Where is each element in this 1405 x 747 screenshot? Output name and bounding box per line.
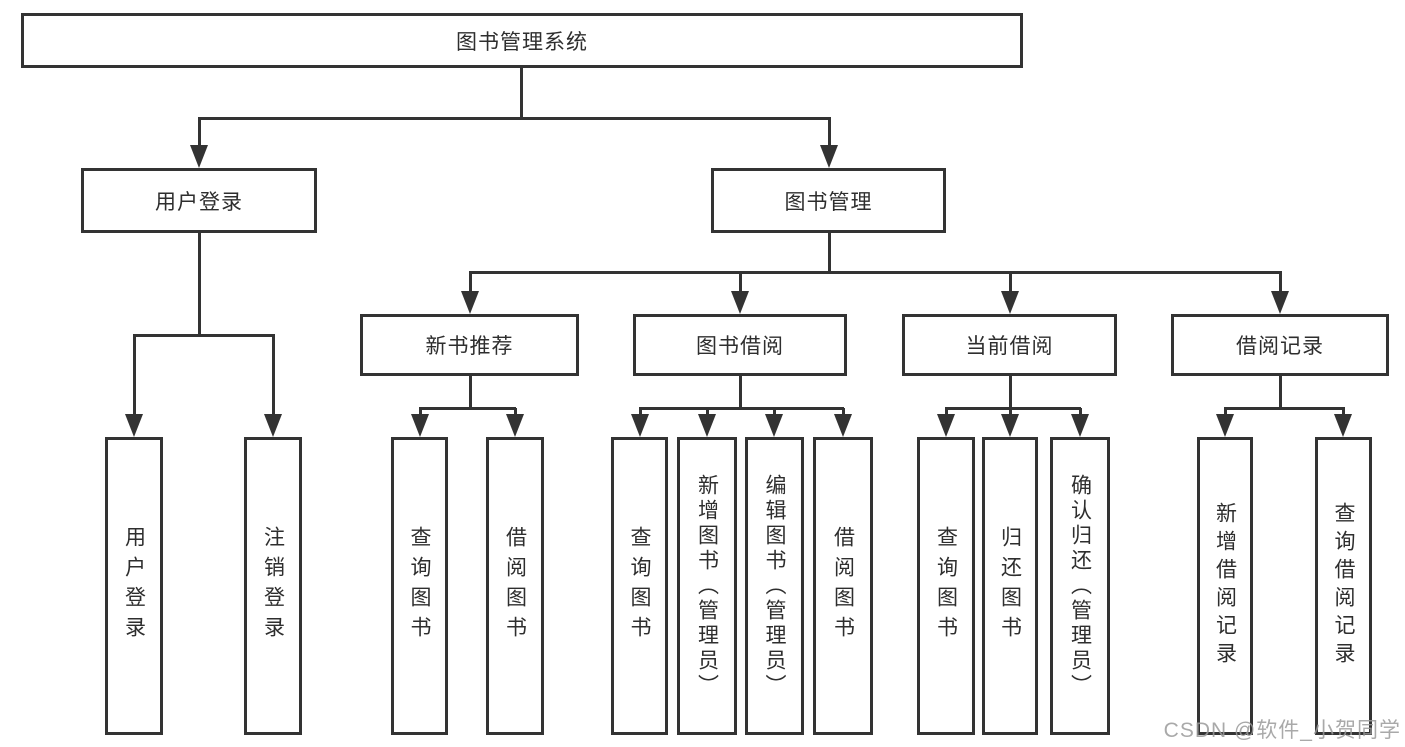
arrowhead-icon xyxy=(834,414,852,437)
watermark: CSDN @软件_小贺同学 xyxy=(1163,719,1401,742)
connector-arrow-line xyxy=(271,335,275,423)
node-new-book-recommend-label: 新书推荐 xyxy=(425,335,514,358)
connector-bar xyxy=(639,406,844,410)
arrowhead-icon xyxy=(631,414,649,437)
leaf-user-login-label: 用户登录 xyxy=(122,526,146,646)
connector-stem xyxy=(1008,376,1012,410)
leaf-borrow-borrow-book-label: 借阅图书 xyxy=(831,526,855,646)
node-current-borrow: 当前借阅 xyxy=(902,314,1117,376)
connector-bar xyxy=(419,406,516,410)
leaf-record-query-borrow-record-label: 查询借阅记录 xyxy=(1332,502,1355,670)
arrowhead-icon xyxy=(1334,414,1352,437)
leaf-current-return-book-label: 归还图书 xyxy=(998,526,1022,646)
leaf-user-login: 用户登录 xyxy=(105,437,163,735)
leaf-current-confirm-return-admin: 确认归还（管理员） xyxy=(1050,437,1110,735)
leaf-recommend-borrow-book-label: 借阅图书 xyxy=(503,526,527,646)
connector-arrow-line xyxy=(132,335,136,423)
leaf-borrow-add-book-admin: 新增图书（管理员） xyxy=(677,437,737,735)
node-book-management: 图书管理 xyxy=(711,168,946,233)
leaf-current-query-book: 查询图书 xyxy=(917,437,975,735)
arrowhead-icon xyxy=(698,414,716,437)
connector-bar xyxy=(945,406,1081,410)
connector-bar xyxy=(469,270,1282,274)
connector-stem xyxy=(738,376,742,410)
leaf-logout-login: 注销登录 xyxy=(244,437,302,735)
arrowhead-icon xyxy=(411,414,429,437)
leaf-recommend-query-book-label: 查询图书 xyxy=(408,526,431,646)
connector-arrow-line xyxy=(468,272,472,300)
arrowhead-icon xyxy=(506,414,524,437)
leaf-recommend-borrow-book: 借阅图书 xyxy=(486,437,544,735)
arrowhead-icon xyxy=(820,145,838,168)
connector-arrow-line xyxy=(1008,272,1012,300)
arrowhead-icon xyxy=(1001,291,1019,314)
connector-bar xyxy=(133,333,275,337)
leaf-current-confirm-return-admin-label: 确认归还（管理员） xyxy=(1068,473,1092,699)
node-user-login-label: 用户登录 xyxy=(155,190,243,214)
node-book-borrow-label: 图书借阅 xyxy=(696,335,784,358)
arrowhead-icon xyxy=(1271,291,1289,314)
node-borrow-record: 借阅记录 xyxy=(1171,314,1389,376)
arrowhead-icon xyxy=(1216,414,1234,437)
node-user-login: 用户登录 xyxy=(81,168,317,233)
leaf-record-add-borrow-record: 新增借阅记录 xyxy=(1197,437,1253,735)
leaf-borrow-edit-book-admin: 编辑图书（管理员） xyxy=(745,437,804,735)
node-library-management-system-label: 图书管理系统 xyxy=(456,30,588,54)
arrowhead-icon xyxy=(125,414,143,437)
arrowhead-icon xyxy=(1071,414,1089,437)
leaf-borrow-borrow-book: 借阅图书 xyxy=(813,437,873,735)
node-borrow-record-label: 借阅记录 xyxy=(1236,335,1324,358)
arrowhead-icon xyxy=(461,291,479,314)
arrowhead-icon xyxy=(1001,414,1019,437)
leaf-record-query-borrow-record: 查询借阅记录 xyxy=(1315,437,1372,735)
node-current-borrow-label: 当前借阅 xyxy=(965,335,1054,358)
connector-arrow-line xyxy=(197,118,201,154)
connector-bar xyxy=(198,116,831,120)
arrowhead-icon xyxy=(190,145,208,168)
connector-stem xyxy=(827,233,831,274)
connector-stem xyxy=(1278,376,1282,410)
leaf-record-add-borrow-record-label: 新增借阅记录 xyxy=(1213,502,1237,670)
leaf-logout-login-label: 注销登录 xyxy=(261,526,285,646)
leaf-recommend-query-book: 查询图书 xyxy=(391,437,448,735)
leaf-borrow-query-book: 查询图书 xyxy=(611,437,668,735)
connector-arrow-line xyxy=(738,272,742,300)
connector-stem xyxy=(197,233,201,337)
arrowhead-icon xyxy=(937,414,955,437)
leaf-borrow-edit-book-admin-label: 编辑图书（管理员） xyxy=(763,473,786,699)
connector-stem xyxy=(519,68,523,120)
connector-bar xyxy=(1224,406,1345,410)
connector-stem xyxy=(468,376,472,410)
node-book-borrow: 图书借阅 xyxy=(633,314,847,376)
leaf-current-return-book: 归还图书 xyxy=(982,437,1038,735)
leaf-borrow-add-book-admin-label: 新增图书（管理员） xyxy=(695,473,719,699)
arrowhead-icon xyxy=(731,291,749,314)
connector-arrow-line xyxy=(1278,272,1282,300)
node-new-book-recommend: 新书推荐 xyxy=(360,314,579,376)
arrowhead-icon xyxy=(264,414,282,437)
leaf-borrow-query-book-label: 查询图书 xyxy=(628,526,651,646)
arrowhead-icon xyxy=(765,414,783,437)
node-library-management-system: 图书管理系统 xyxy=(21,13,1023,68)
node-book-management-label: 图书管理 xyxy=(784,190,873,214)
leaf-current-query-book-label: 查询图书 xyxy=(934,526,958,646)
connector-arrow-line xyxy=(827,118,831,154)
